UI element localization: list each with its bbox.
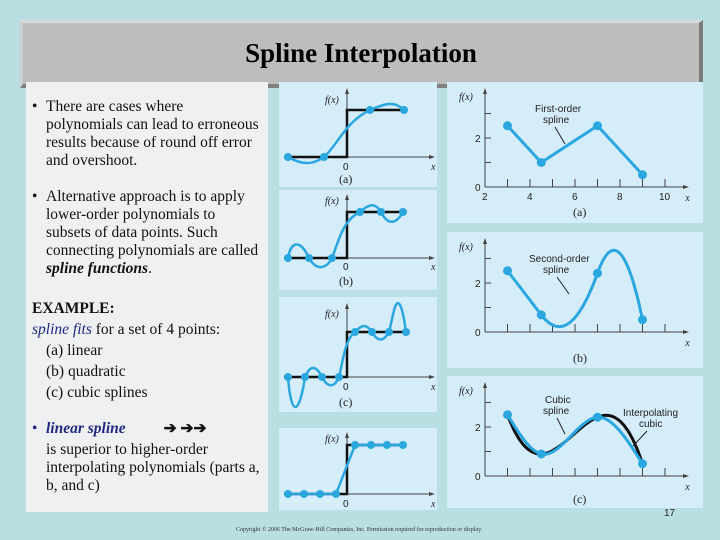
y-axis-label: f(x) xyxy=(459,92,474,103)
x-tick-label: 4 xyxy=(527,192,533,203)
page-number: 17 xyxy=(664,508,676,519)
step-plot-c: f(x) 0 x (c) xyxy=(284,301,436,409)
svg-text:0: 0 xyxy=(343,382,349,393)
bullet-alternative: •Alternative approach is to apply lower-… xyxy=(32,188,259,277)
caption: (a) xyxy=(573,205,586,219)
linear-spline-text: is superior to higher-order interpolatin… xyxy=(46,441,260,494)
data-point xyxy=(593,268,602,278)
svg-text:f(x): f(x) xyxy=(325,434,340,445)
arrow-icons: ➔ ➔➔ xyxy=(163,420,207,437)
x-axis-arrow xyxy=(683,474,689,478)
y-axis-label: f(x) xyxy=(459,386,474,397)
figure-step-c: f(x) 0 x (c) xyxy=(279,297,437,412)
figure-step-a: f(x) 0 x (a) xyxy=(279,82,437,187)
annotation-arrow xyxy=(554,126,566,145)
bullet-linear-spline: •linear spline➔ ➔➔ xyxy=(32,420,207,437)
data-point xyxy=(503,266,512,276)
annotation: cubic xyxy=(639,419,662,430)
caption: (c) xyxy=(573,492,586,506)
spline-line xyxy=(506,248,644,329)
svg-text:0: 0 xyxy=(343,262,349,273)
y-axis-arrow xyxy=(483,88,487,94)
data-point xyxy=(638,315,647,325)
svg-text:f(x): f(x) xyxy=(325,309,340,320)
x-tick-label: 2 xyxy=(482,192,488,203)
y-tick-label: 2 xyxy=(475,279,481,290)
y-tick-label: 0 xyxy=(475,183,481,194)
annotation: spline xyxy=(543,406,570,417)
annotation-arrow xyxy=(632,430,648,447)
data-point xyxy=(593,121,602,131)
annotation: First-order xyxy=(535,104,582,115)
annotation: Second-order xyxy=(529,254,590,265)
annotation-arrow xyxy=(556,276,570,295)
polynomial-curve xyxy=(287,102,405,165)
x-axis-label: x xyxy=(684,193,690,204)
annotation: Cubic xyxy=(545,395,571,406)
data-point xyxy=(638,170,647,180)
x-tick-label: 6 xyxy=(572,192,578,203)
y-axis-label: f(x) xyxy=(459,242,474,253)
y-tick-label: 0 xyxy=(475,328,481,339)
example-line: spline fits for a set of 4 points: xyxy=(32,321,221,338)
text-panel: •There are cases where polynomials can l… xyxy=(26,82,268,512)
x-axis-label: x xyxy=(684,482,690,493)
step-plot-d: f(x) 0 x xyxy=(284,432,436,510)
svg-text:x: x xyxy=(430,382,436,393)
example-heading: EXAMPLE: xyxy=(32,300,115,317)
data-point xyxy=(536,158,546,167)
data-point xyxy=(536,310,546,320)
spline-line xyxy=(506,123,644,176)
svg-text:0: 0 xyxy=(343,499,349,510)
svg-text:(b): (b) xyxy=(339,274,353,288)
caption: (b) xyxy=(573,351,587,365)
step-plot-a: f(x) 0 x (a) xyxy=(284,88,436,186)
annotation: spline xyxy=(543,265,570,276)
svg-text:(a): (a) xyxy=(339,172,352,186)
y-tick-label: 0 xyxy=(475,472,481,483)
x-axis-label: x xyxy=(684,338,690,349)
bullet-overshoot: •There are cases where polynomials can l… xyxy=(32,98,259,169)
annotation-arrow xyxy=(556,417,566,435)
svg-text:x: x xyxy=(430,262,436,273)
data-point xyxy=(593,412,602,422)
svg-text:f(x): f(x) xyxy=(325,95,340,106)
svg-text:0: 0 xyxy=(343,162,349,173)
svg-text:x: x xyxy=(430,162,436,173)
annotation: Interpolating xyxy=(623,408,678,419)
x-tick-label: 8 xyxy=(617,192,623,203)
data-point xyxy=(638,459,647,469)
figure-step-d: f(x) 0 x xyxy=(279,428,437,510)
data-point xyxy=(503,121,512,131)
interpolating-cubic-line xyxy=(506,413,644,465)
svg-text:f(x): f(x) xyxy=(325,196,340,207)
data-point xyxy=(503,410,512,420)
x-tick-label: 10 xyxy=(659,192,671,203)
example-item: (b) quadratic xyxy=(46,363,126,380)
copyright: Copyright © 2006 The McGraw-Hill Compani… xyxy=(236,527,483,533)
svg-text:(c): (c) xyxy=(339,395,352,409)
y-axis-arrow xyxy=(483,238,487,244)
annotation: spline xyxy=(543,115,570,126)
step-plot-b: f(x) 0 x (b) xyxy=(284,194,436,288)
data-point xyxy=(536,449,546,459)
cubic-spline-line xyxy=(506,414,644,465)
example-item: (a) linear xyxy=(46,342,103,359)
y-tick-label: 2 xyxy=(475,423,481,434)
svg-text:x: x xyxy=(430,499,436,510)
x-axis-arrow xyxy=(683,330,689,334)
x-axis-arrow xyxy=(683,185,689,189)
slide-title: Spline Interpolation xyxy=(20,20,703,88)
y-tick-label: 2 xyxy=(475,134,481,145)
example-item: (c) cubic splines xyxy=(46,384,148,401)
y-axis-arrow xyxy=(483,382,487,388)
figure-step-b: f(x) 0 x (b) xyxy=(279,190,437,290)
